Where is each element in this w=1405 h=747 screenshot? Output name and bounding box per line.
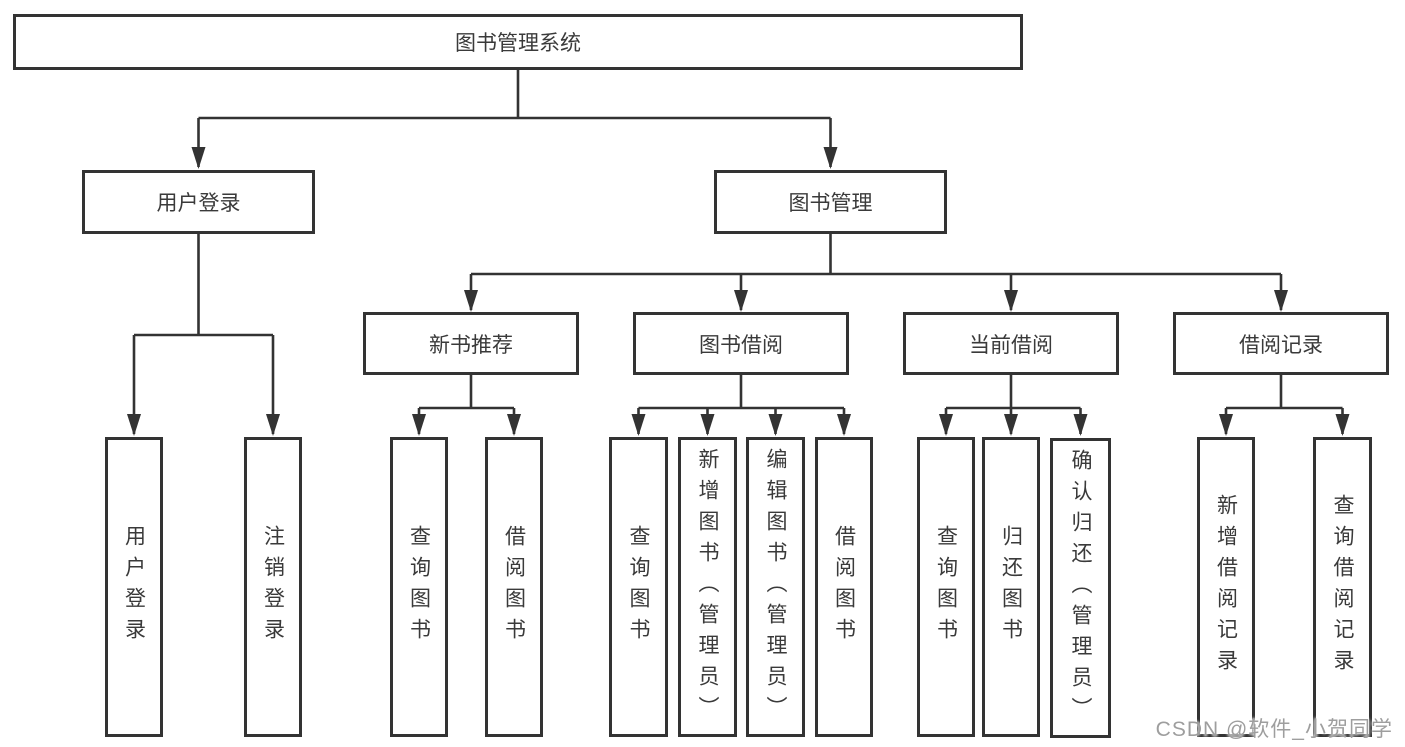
leaf-query-books-recommend: 查询图书 (390, 437, 448, 737)
node-label: 图书借阅 (699, 333, 783, 357)
node-label: 新增图书（管理员） (696, 447, 719, 727)
node-book-management: 图书管理 (714, 170, 947, 234)
node-label: 新书推荐 (429, 333, 513, 357)
leaf-add-borrow-record: 新增借阅记录 (1197, 437, 1255, 737)
node-label: 当前借阅 (969, 333, 1053, 357)
node-label: 查询借阅记录 (1331, 494, 1354, 680)
node-new-book-recommend: 新书推荐 (363, 312, 579, 375)
node-user-login: 用户登录 (82, 170, 315, 234)
node-borrowing-records: 借阅记录 (1173, 312, 1389, 375)
leaf-borrow-books-borrowing: 借阅图书 (815, 437, 873, 737)
node-label: 归还图书 (999, 525, 1023, 649)
node-label: 查询图书 (627, 525, 650, 649)
node-label: 用户登录 (122, 525, 146, 649)
node-book-borrowing: 图书借阅 (633, 312, 849, 375)
node-label: 图书管理系统 (455, 32, 581, 55)
leaf-query-borrow-record: 查询借阅记录 (1313, 437, 1372, 737)
node-label: 注销登录 (261, 525, 285, 649)
node-label: 确认归还（管理员） (1069, 448, 1092, 728)
node-label: 新增借阅记录 (1214, 494, 1238, 680)
leaf-return-books: 归还图书 (982, 437, 1040, 737)
node-library-management-system: 图书管理系统 (13, 14, 1023, 70)
node-current-borrowing: 当前借阅 (903, 312, 1119, 375)
leaf-borrow-books-recommend: 借阅图书 (485, 437, 543, 737)
leaf-confirm-return-admin: 确认归还（管理员） (1050, 438, 1111, 738)
node-label: 借阅图书 (832, 525, 856, 649)
node-label: 编辑图书（管理员） (764, 447, 787, 727)
leaf-add-books-admin: 新增图书（管理员） (678, 437, 737, 737)
node-label: 查询图书 (407, 525, 431, 649)
leaf-edit-books-admin: 编辑图书（管理员） (746, 437, 805, 737)
leaf-query-books-current: 查询图书 (917, 437, 975, 737)
node-label: 借阅记录 (1239, 333, 1323, 357)
node-label: 图书管理 (788, 192, 873, 215)
leaf-logout-login: 注销登录 (244, 437, 302, 737)
leaf-query-books-borrowing: 查询图书 (609, 437, 668, 737)
node-label: 查询图书 (934, 525, 958, 649)
watermark: CSDN @软件_小贺同学 (1155, 718, 1393, 741)
node-label: 借阅图书 (502, 525, 526, 649)
leaf-user-login: 用户登录 (105, 437, 163, 737)
node-label: 用户登录 (156, 192, 241, 215)
